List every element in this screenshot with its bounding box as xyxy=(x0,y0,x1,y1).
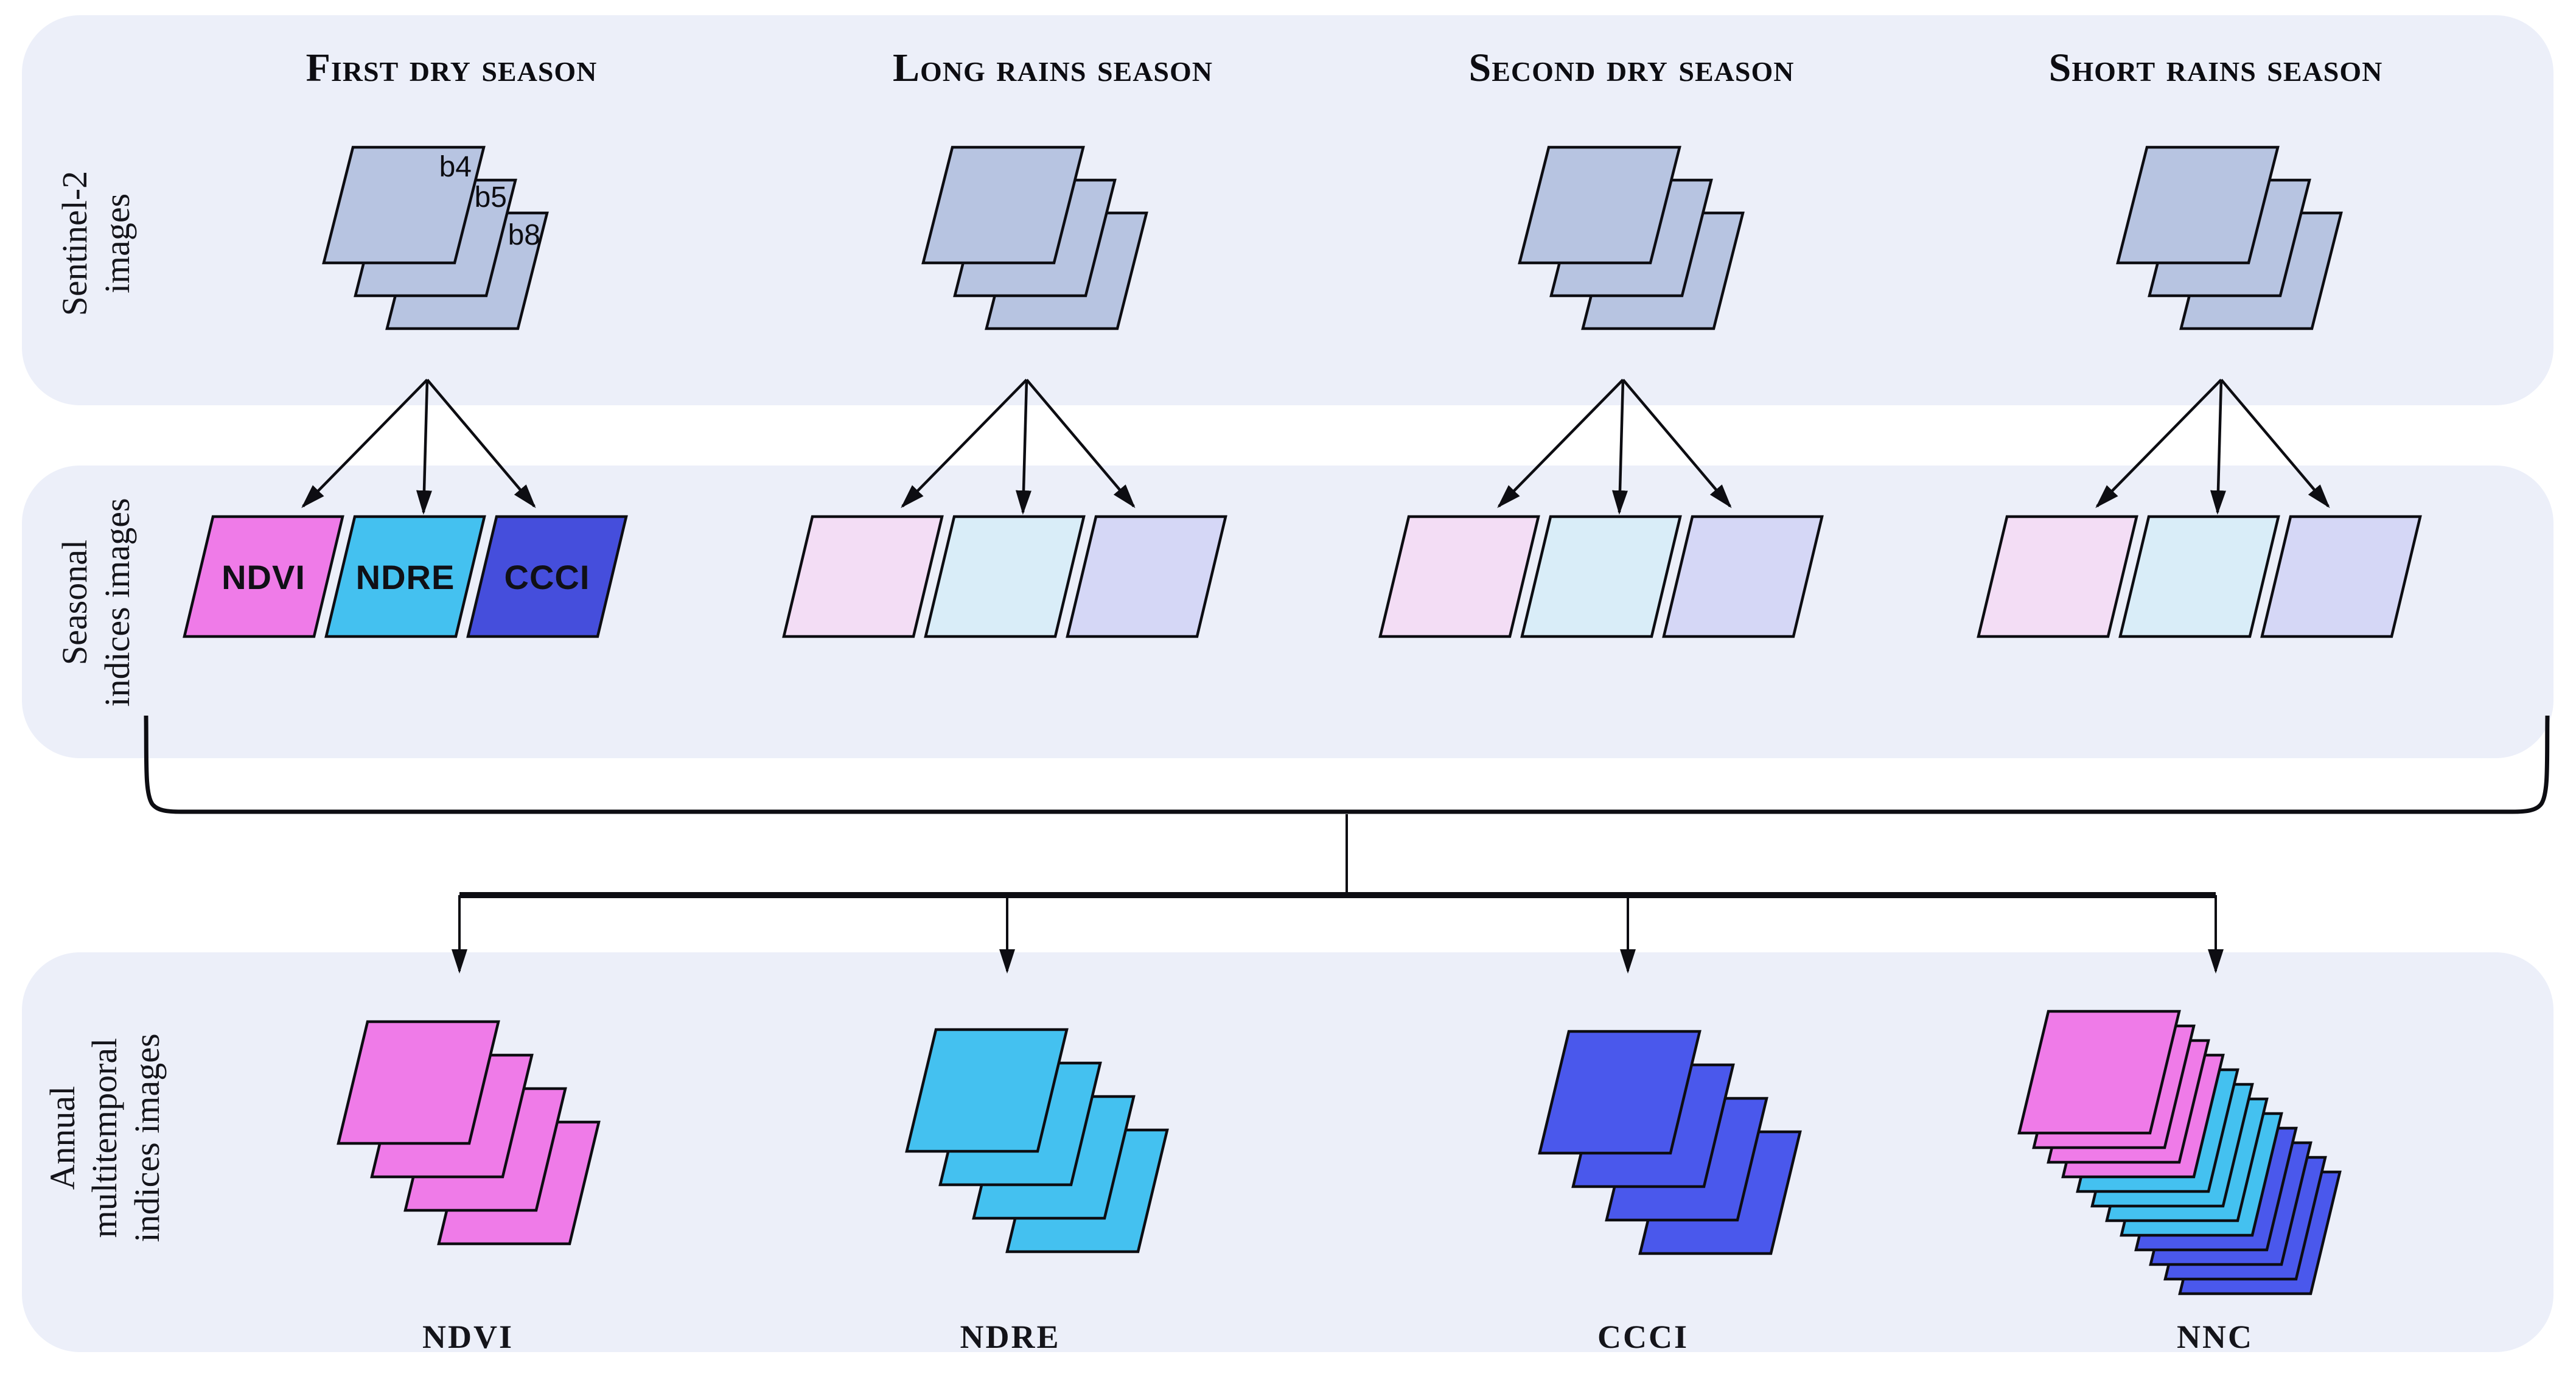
fan-arrows-long-rains xyxy=(901,378,1136,515)
season-title-long-rains: Long rains season xyxy=(892,46,1213,90)
annual-sheet xyxy=(2019,1011,2179,1133)
band-label-b5: b5 xyxy=(475,181,507,214)
index-parallelogram xyxy=(1380,517,1538,636)
arrow xyxy=(1015,379,1031,515)
annual-stack-ndvi xyxy=(338,1022,599,1244)
seasonal-indices-second-dry xyxy=(1380,517,1822,636)
arrow xyxy=(416,379,432,515)
annual-sheet xyxy=(1540,1031,1700,1153)
annual-sheet xyxy=(338,1022,498,1143)
seasonal-indices-short-rains xyxy=(1978,517,2420,636)
band-label-b4: b4 xyxy=(439,151,472,183)
index-parallelogram xyxy=(2120,517,2278,636)
index-parallelogram xyxy=(1067,517,1226,636)
arrow xyxy=(901,378,1028,508)
season-title-second-dry: Second dry season xyxy=(1468,46,1795,90)
sentinel-stack-long-rains xyxy=(923,147,1147,329)
fan-arrows-second-dry xyxy=(1497,378,1732,515)
index-label-ccci: CCCI xyxy=(504,558,590,596)
annual-label-ccci: CCCI xyxy=(1597,1319,1689,1355)
annual-label-ndre: NDRE xyxy=(960,1319,1061,1355)
fan-arrows-short-rains xyxy=(2095,378,2330,515)
index-label-ndvi: NDVI xyxy=(222,558,305,596)
annual-stack-ccci xyxy=(1540,1031,1800,1254)
arrow xyxy=(1025,378,1136,509)
seasonal-indices-long-rains xyxy=(784,517,1226,636)
index-parallelogram xyxy=(1522,517,1680,636)
arrow xyxy=(301,378,428,508)
sentinel-sheet xyxy=(923,147,1083,263)
annual-sheet xyxy=(907,1030,1067,1151)
band-label-b8: b8 xyxy=(508,219,540,251)
arrow xyxy=(2095,378,2222,508)
sentinel-sheet xyxy=(2118,147,2278,263)
annual-stack-ndre xyxy=(907,1030,1167,1252)
season-title-short-rains: Short rains season xyxy=(2048,46,2383,90)
arrow xyxy=(1611,379,1628,515)
annual-label-ndvi: NDVI xyxy=(422,1319,514,1355)
index-parallelogram xyxy=(926,517,1084,636)
season-title-first-dry: First dry season xyxy=(305,46,598,90)
collector-bracket xyxy=(144,715,2550,814)
arrow xyxy=(426,378,536,509)
index-label-ndre: NDRE xyxy=(356,558,455,596)
fan-arrows-first-dry xyxy=(301,378,536,515)
seasonal-indices-first-dry: NDVI NDRE CCCI xyxy=(184,517,626,636)
index-parallelogram xyxy=(1664,517,1822,636)
arrow xyxy=(1497,378,1624,508)
index-parallelogram xyxy=(1978,517,2137,636)
arrow xyxy=(2220,378,2330,509)
arrow xyxy=(1622,378,1732,509)
index-parallelogram xyxy=(2262,517,2420,636)
sentinel-stack-second-dry xyxy=(1520,147,1743,329)
index-parallelogram xyxy=(784,517,942,636)
annual-stack-nnc xyxy=(2019,1011,2340,1294)
annual-label-nnc: NNC xyxy=(2177,1319,2253,1355)
sentinel-sheet xyxy=(1520,147,1680,263)
sentinel-stack-short-rains xyxy=(2118,147,2341,329)
arrow xyxy=(2210,379,2226,515)
